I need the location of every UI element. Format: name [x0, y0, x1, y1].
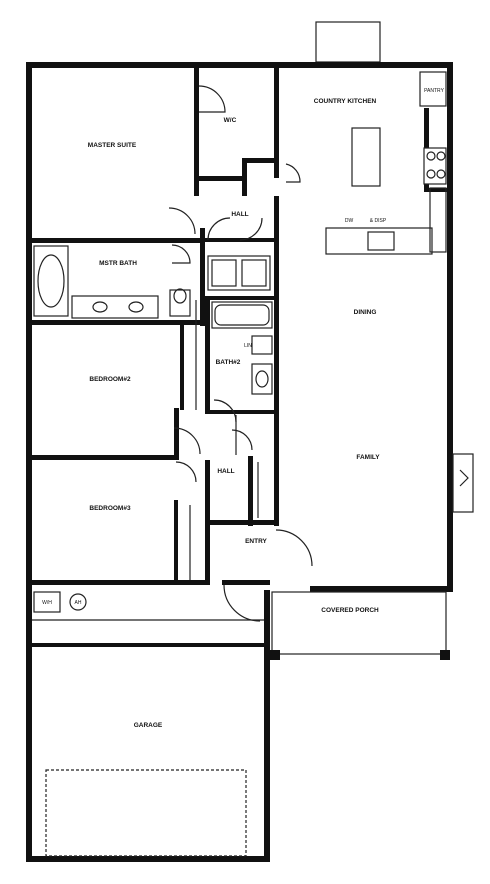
- covered-porch-outline: [270, 591, 450, 660]
- garage-door: [45, 769, 247, 857]
- exterior-walls: [26, 62, 453, 862]
- closet-rods: [189, 300, 259, 580]
- room-hall-top: HALL: [231, 211, 248, 218]
- room-bath2: BATH#2: [216, 359, 241, 366]
- room-country-kitchen: COUNTRY KITCHEN: [314, 98, 377, 105]
- label-wh: W/H: [42, 600, 52, 606]
- room-wic: W/C: [224, 117, 237, 124]
- label-pantry: PANTRY: [424, 88, 444, 94]
- room-family: FAMILY: [356, 454, 380, 461]
- room-dining: DINING: [354, 309, 377, 316]
- room-hall-mid: HALL: [217, 468, 234, 475]
- interior-walls: [32, 68, 447, 647]
- room-bedroom3: BEDROOM#3: [89, 505, 131, 512]
- kitchen-bump-out: [315, 21, 381, 63]
- kitchen-fixtures: [325, 71, 447, 255]
- bath2-fixtures: [207, 255, 273, 395]
- label-ahu: AH: [75, 600, 82, 606]
- garage-utilities: [32, 591, 264, 621]
- room-mstr-bath: MSTR BATH: [99, 260, 137, 267]
- master-bath-fixtures: [33, 245, 191, 319]
- label-disposal: & DISP: [370, 218, 387, 224]
- room-master-suite: MASTER SUITE: [88, 142, 137, 149]
- room-covered-porch: COVERED PORCH: [321, 607, 379, 614]
- room-entry: ENTRY: [245, 538, 267, 545]
- room-garage: GARAGE: [134, 722, 163, 729]
- label-dw: DW: [345, 218, 354, 224]
- room-bedroom2: BEDROOM#2: [89, 376, 131, 383]
- label-lin: LIN: [244, 343, 252, 349]
- fireplace: [452, 453, 474, 513]
